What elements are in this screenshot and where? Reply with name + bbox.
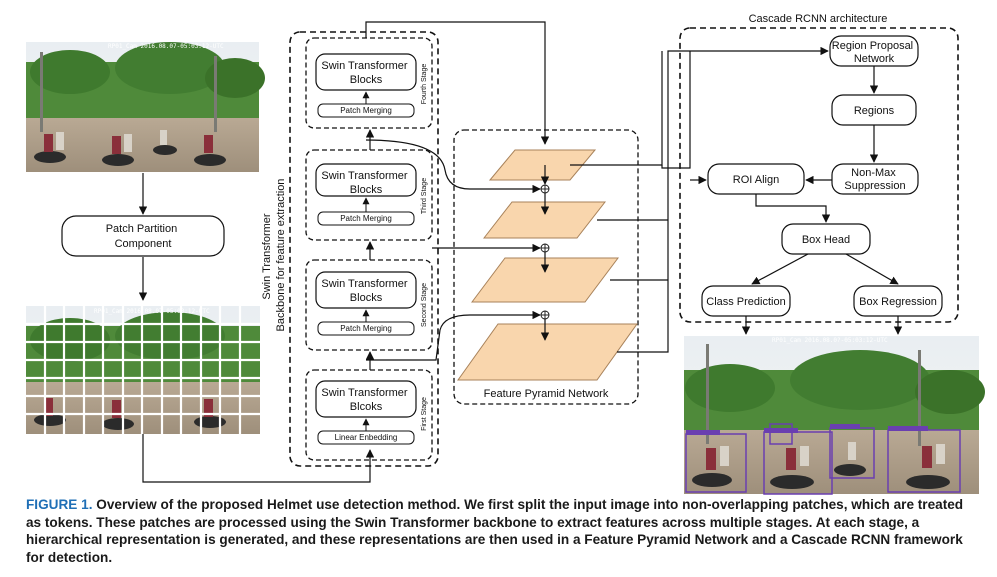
cascade-container	[679, 27, 959, 323]
patched-image: RP01_Cam 2016.08.07-05:03:12-UTC	[26, 306, 260, 434]
stage-1-name: First Stage	[421, 397, 428, 431]
camera-stamp-output: RP01_Cam 2016.08.0?-05:03:12-UTC	[772, 337, 888, 344]
figure-caption: FIGURE 1. Overview of the proposed Helme…	[26, 496, 976, 566]
cascade-title: Cascade RCNN architecture	[749, 13, 888, 25]
roi-align-label: ROI Align	[733, 174, 779, 186]
stage-2-name: Second Stage	[421, 283, 428, 327]
nms-label: Non-Max Suppression	[844, 167, 905, 192]
regions-label: Regions	[854, 105, 895, 117]
stage-3-sub-label: Patch Merging	[340, 214, 392, 223]
camera-stamp-input: RP01_Cam 2016.08.07-05:03:12-UTC	[108, 43, 224, 50]
stage-4-sub-label: Patch Merging	[340, 106, 392, 115]
stage-2-sub-label: Patch Merging	[340, 324, 392, 333]
output-image: RP01_Cam 2016.08.0?-05:03:12-UTC	[684, 336, 985, 495]
camera-stamp-patched: RP01_Cam 2016.08.07-05:03:12-UTC	[94, 308, 210, 315]
method-diagram: RP01_Cam 2016.08.07-05:03:12-UTC Patch P…	[26, 13, 985, 495]
stage-first: Swin Transformer Blcoks Linear Enbedding…	[305, 369, 433, 461]
stage-4-name: Fourth Stage	[421, 64, 428, 105]
fpn-label: Feature Pyramid Network	[484, 388, 609, 400]
box-head-label: Box Head	[802, 234, 850, 246]
stage-fourth: Swin Transformer Blocks Patch Merging Fo…	[305, 37, 433, 129]
stage-1-sub-label: Linear Enbedding	[335, 433, 398, 442]
rpn-label: Region Proposal Network	[832, 40, 916, 65]
backbone-label: Swin Transformer Backbone for feature ex…	[261, 179, 287, 332]
fpn-planes	[457, 149, 638, 381]
patch-partition-box	[61, 215, 225, 257]
caption-text: Overview of the proposed Helmet use dete…	[26, 497, 964, 565]
caption-label: FIGURE 1.	[26, 497, 93, 512]
stage-4-block-label: Swin Transformer Blocks	[321, 60, 410, 86]
stage-3-name: Third Stage	[421, 178, 428, 214]
backbone-container	[289, 31, 439, 467]
stage-second: Swin Transformer Blocks Patch Merging Se…	[305, 259, 433, 351]
nms-box	[831, 163, 919, 195]
stage-3-block-label: Swin Transformer Blocks	[321, 170, 410, 196]
stage-third: Swin Transformer Blocks Patch Merging Th…	[305, 149, 433, 241]
fpn-container	[453, 129, 639, 405]
patch-partition-label: Patch Partition Component	[106, 223, 181, 250]
input-image: RP01_Cam 2016.08.07-05:03:12-UTC	[26, 42, 265, 172]
box-regression-label: Box Regression	[859, 296, 937, 308]
class-prediction-label: Class Prediction	[706, 296, 785, 308]
stage-2-block-label: Swin Transformer Blocks	[321, 278, 410, 304]
stage-1-block-label: Swin Transformer Blcoks	[321, 387, 410, 413]
box-head-box	[781, 223, 871, 255]
